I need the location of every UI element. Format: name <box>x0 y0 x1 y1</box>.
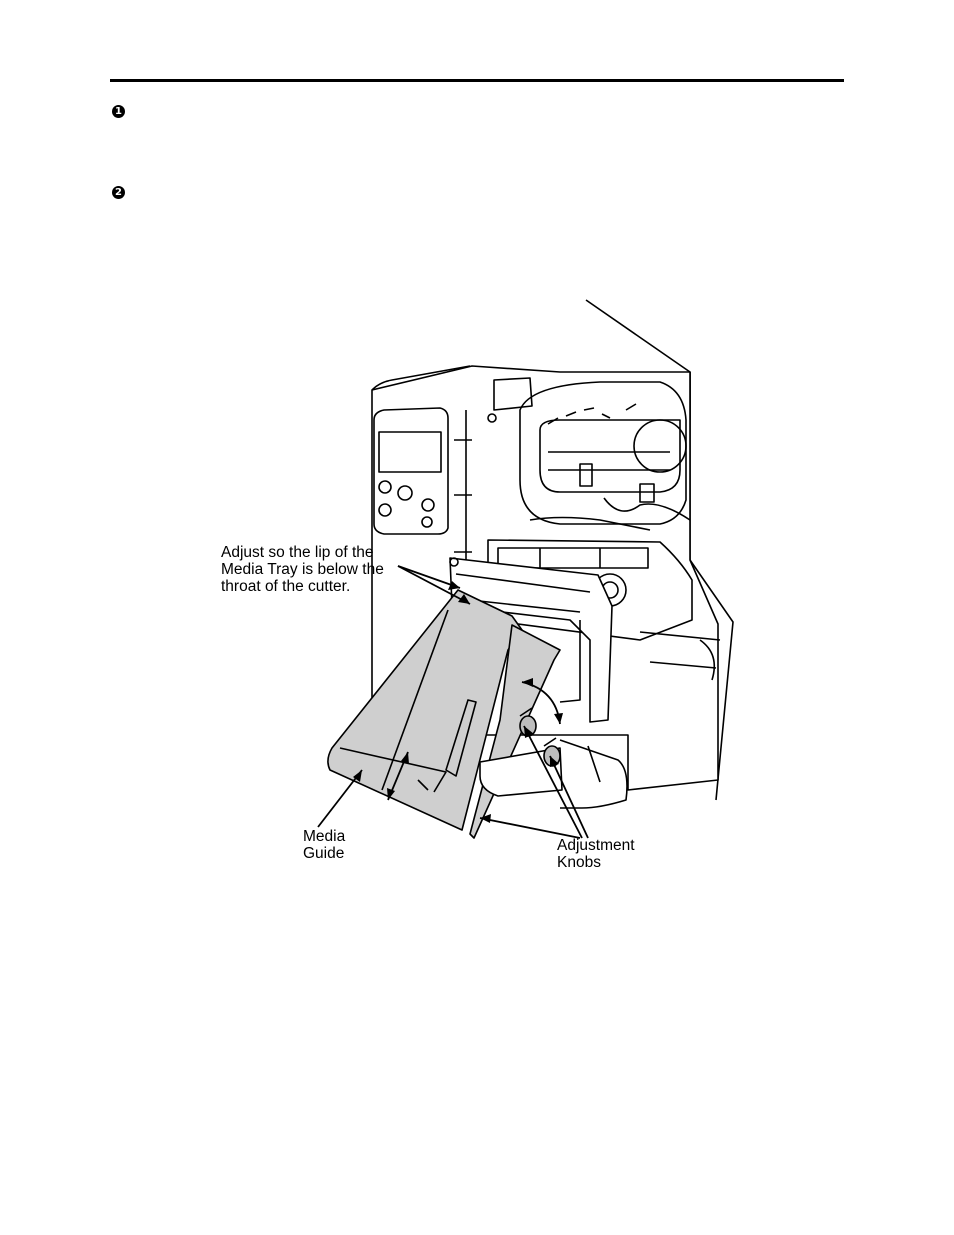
panel-button-4 <box>378 503 392 517</box>
panel-button-2 <box>397 485 413 501</box>
printer-base <box>559 739 628 809</box>
media-guide-label-line-1: Media <box>303 828 346 845</box>
adjust-leader-2 <box>397 565 461 589</box>
ribbon-area <box>519 381 687 525</box>
knobs-leader-1 <box>523 725 583 839</box>
panel-button-3 <box>421 498 435 512</box>
panel-button-1 <box>378 480 392 494</box>
adjust-callout-line-1: Adjust so the lip of the <box>221 544 374 561</box>
adjustment-knobs-label-line-2: Knobs <box>557 854 601 871</box>
step-marker-1: 1 <box>112 105 125 118</box>
adjustment-knobs-label-line-1: Adjustment <box>557 837 635 854</box>
lcd-display <box>378 431 442 473</box>
step-marker-2: 2 <box>112 186 125 199</box>
adjust-callout-line-3: throat of the cutter. <box>221 578 351 595</box>
media-guide-leader <box>317 769 363 828</box>
media-guide-label-line-2: Guide <box>303 845 345 862</box>
panel-button-5 <box>421 516 433 528</box>
adjust-callout-line-2: Media Tray is below the <box>221 561 384 578</box>
tray-leader <box>479 817 581 839</box>
adjust-leader-1 <box>397 565 471 605</box>
knobs-leader-2 <box>549 755 589 839</box>
header-rule <box>110 79 844 82</box>
